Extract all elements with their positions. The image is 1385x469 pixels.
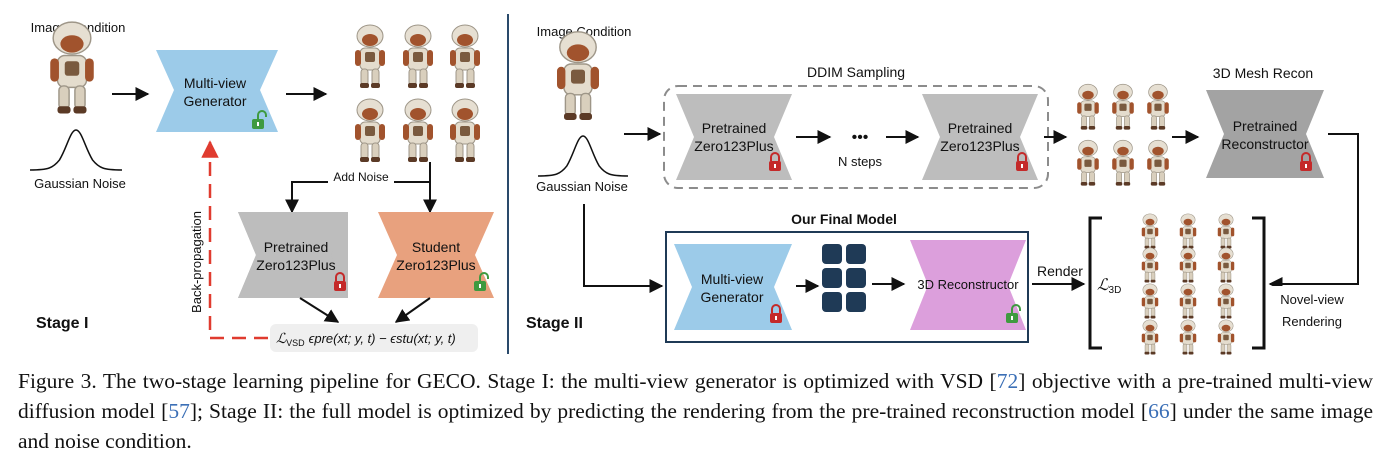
svg-text:ℒ3D: ℒ3D — [1097, 277, 1121, 296]
stage2-ddim-box — [663, 85, 1049, 189]
stage1-loss-formula: ϵpre(xt; y, t) − ϵstu(xt; y, t) — [309, 331, 456, 346]
caption-part-4: ] under the same image and noise conditi… — [18, 399, 1373, 453]
stage2-final-model-label: Our Final Model — [791, 211, 897, 227]
stage1-pretrained-label-2: Zero123Plus — [256, 257, 335, 273]
stage2-final-model-box — [665, 231, 1029, 343]
stage2-reconstructor-label-1: Pretrained — [1233, 118, 1298, 134]
stage1-generated-views — [354, 24, 481, 163]
caption-part-3: ]; Stage II: the full model is optimized… — [189, 399, 1149, 423]
stage1-arrow-pretrained-to-loss — [299, 297, 340, 323]
stage2-gaussian-noise-label: Gaussian Noise — [536, 179, 628, 194]
stage1-add-noise-label: Add Noise — [333, 170, 389, 184]
stage2-reconstructor-label-2: Reconstructor — [1221, 136, 1308, 152]
stage1-student-label-1: Student — [412, 239, 460, 255]
stage2-pretrained-b-label-2: Zero123Plus — [940, 138, 1019, 154]
stage1-pretrained-zero123plus: Pretrained Zero123Plus — [238, 212, 348, 298]
stage2-pretrained-zero123plus-b: Pretrained Zero123Plus — [922, 94, 1038, 180]
stage1-gaussian-noise-label: Gaussian Noise — [34, 176, 126, 191]
stage2-render-bracket — [1088, 216, 1266, 350]
stage1-dinosaur-icon — [49, 21, 95, 115]
stage2-stage-label: Stage II — [526, 315, 583, 332]
stage2-pretrained-zero123plus-a: Pretrained Zero123Plus — [676, 94, 792, 180]
caption-citation-72[interactable]: 72 — [996, 369, 1019, 393]
stage2-loss-subscript: 3D — [1109, 285, 1122, 296]
stage2-n-steps-label: N steps — [838, 154, 883, 169]
stage1-generator-label-1: Multi-view — [184, 75, 247, 91]
stage2-render-label: Render — [1037, 263, 1083, 279]
caption-citation-66[interactable]: 66 — [1148, 399, 1170, 423]
stage1-backprop-label: Back-propagation — [189, 211, 204, 313]
stage2-steps-dots: ••• — [852, 129, 869, 146]
stage1-vsd-loss: ℒVSD ϵpre(xt; y, t) − ϵstu(xt; y, t) — [270, 324, 478, 352]
stage2-novel-view-connector — [1268, 133, 1359, 291]
stage2-pretrained-b-label-1: Pretrained — [948, 120, 1013, 136]
stage-2: Image Condition Gaussian Noise DDIM Samp… — [526, 24, 1359, 355]
stage-1: Image Condition Gaussian Noise Multi-vie… — [29, 20, 494, 352]
caption-part-1: Figure 3. The two-stage learning pipelin… — [18, 369, 997, 393]
stage1-pretrained-label-1: Pretrained — [264, 239, 329, 255]
stage1-loss-subscript: VSD — [286, 338, 305, 348]
stage1-arrow-student-to-loss — [394, 297, 431, 323]
stage2-pretrained-reconstructor: Pretrained Reconstructor — [1206, 90, 1324, 178]
stage2-3d-reconstructor: 3D Reconstructor — [910, 240, 1026, 330]
stage2-image-condition-label: Image Condition — [537, 24, 632, 39]
caption-citation-57[interactable]: 57 — [168, 399, 190, 423]
pipeline-figure: Image Condition Gaussian Noise Multi-vie… — [29, 14, 1359, 355]
stage2-generated-views — [1076, 83, 1170, 186]
stage1-loss-symbol: ℒ — [276, 330, 287, 346]
stage2-novel-view-label-1: Novel-view — [1280, 292, 1344, 307]
stage1-multiview-generator: Multi-view Generator — [156, 50, 278, 132]
stage2-input-to-final-connector — [583, 204, 664, 293]
stage2-loss-symbol: ℒ — [1097, 277, 1109, 294]
stage2-novel-view-label-2: Rendering — [1282, 314, 1342, 329]
stage2-rendered-views — [1141, 213, 1235, 355]
stage1-student-label-2: Zero123Plus — [396, 257, 475, 273]
stage2-pretrained-a-label-1: Pretrained — [702, 120, 767, 136]
stage2-latent-grid — [822, 244, 866, 312]
stage2-generator-label-1: Multi-view — [701, 271, 764, 287]
stage2-gaussian-curve-icon — [537, 135, 629, 177]
stage2-generator-label-2: Generator — [700, 289, 763, 305]
stage1-backprop-path — [201, 140, 268, 340]
stage2-dinosaur-icon — [556, 31, 600, 121]
stage1-gaussian-curve-icon — [29, 129, 123, 171]
stage2-3d-reconstructor-label: 3D Reconstructor — [917, 277, 1019, 292]
stage2-multiview-generator: Multi-view Generator — [674, 244, 792, 330]
caption-part-2: ] objective with a pre-trained multi-vie… — [18, 369, 1373, 423]
stage2-mesh-recon-label: 3D Mesh Recon — [1213, 65, 1313, 81]
stage1-stage-label: Stage I — [36, 315, 88, 332]
stage2-pretrained-a-label-2: Zero123Plus — [694, 138, 773, 154]
stage2-ddim-label: DDIM Sampling — [807, 64, 905, 80]
stage1-generator-label-2: Generator — [183, 93, 246, 109]
figure-caption: Figure 3. The two-stage learning pipelin… — [18, 366, 1373, 456]
stage1-student-zero123plus: Student Zero123Plus — [378, 212, 494, 298]
